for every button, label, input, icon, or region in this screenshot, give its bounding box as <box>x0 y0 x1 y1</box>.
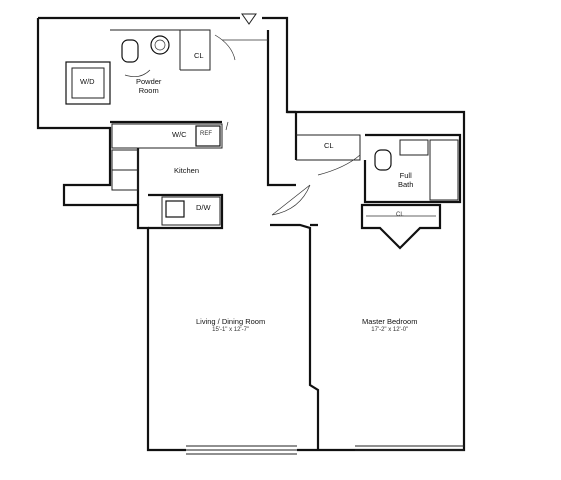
wc-ref-counter <box>111 123 223 149</box>
outer-wall-upper-left <box>36 16 355 452</box>
ref-box <box>195 125 221 147</box>
door-swing-powder <box>124 69 151 77</box>
bath-walls <box>363 133 462 204</box>
powder-toilet <box>121 39 139 63</box>
closet-label-hall: CL <box>324 141 334 150</box>
door-swing-cl <box>214 34 236 61</box>
full-bath-label: Full Bath <box>398 171 414 189</box>
closet-label-bedroom: CL <box>396 212 404 218</box>
bath-toilet <box>374 149 392 171</box>
powder-walls <box>110 29 211 71</box>
bath-tub <box>429 139 459 201</box>
washer-dryer-label: W/D <box>80 77 95 86</box>
living-dining-label: Living / Dining Room 15'-1" x 12'-7" <box>196 317 266 333</box>
washer-dryer-box <box>65 61 111 105</box>
door-swing-bath <box>317 154 361 176</box>
door-swing-living <box>271 184 311 216</box>
closet-label-top: CL <box>194 51 204 60</box>
wc-label: W/C <box>172 130 187 139</box>
kitchen-label: Kitchen <box>174 166 200 175</box>
kitchen-stove <box>111 149 139 191</box>
ref-label: REF <box>200 131 212 137</box>
entry-arrow <box>241 13 257 25</box>
living-right-wall <box>270 223 320 450</box>
powder-sink <box>150 35 170 55</box>
hall-closet <box>296 134 361 161</box>
kitchen-sink <box>165 200 185 218</box>
kitchen-sink-counter <box>161 196 221 226</box>
window-bedroom <box>355 445 464 451</box>
master-bedroom-label: Master Bedroom 17'-2" x 12'-0" <box>362 317 418 333</box>
dw-label: D/W <box>196 203 211 212</box>
hall-walls <box>266 30 318 227</box>
bath-vanity <box>399 139 429 156</box>
window-living <box>186 445 297 455</box>
bedroom-closet <box>360 203 442 250</box>
powder-room-label: Powder Room <box>136 77 162 95</box>
